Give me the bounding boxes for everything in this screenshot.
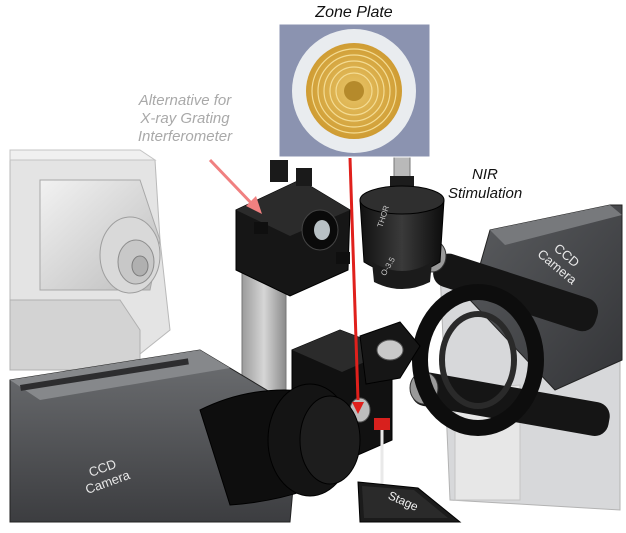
nir-stimulation-label: NIR Stimulation — [448, 165, 568, 203]
sample-stage — [357, 481, 462, 523]
grating-mount — [235, 160, 351, 393]
ccd-camera-left — [9, 349, 361, 523]
zone-plate-title: Zone Plate — [315, 4, 393, 21]
source-housing — [9, 149, 171, 371]
alternative-label-line3: Interferometer — [137, 128, 233, 145]
ccd-camera-right — [409, 204, 623, 436]
nir-label-line2: Stimulation — [448, 185, 523, 202]
alternative-label-line1: Alternative for — [138, 92, 232, 109]
alternative-label-line2: X-ray Grating — [140, 110, 230, 127]
annotation-arrow — [208, 158, 262, 214]
nir-objective — [359, 149, 445, 289]
x-ray-beam — [348, 157, 364, 414]
grating-interferometer-label: Alternative for X-ray Grating Interferom… — [100, 92, 270, 146]
nir-label-line1: NIR — [472, 166, 498, 183]
zone-plate-inset — [278, 23, 431, 158]
